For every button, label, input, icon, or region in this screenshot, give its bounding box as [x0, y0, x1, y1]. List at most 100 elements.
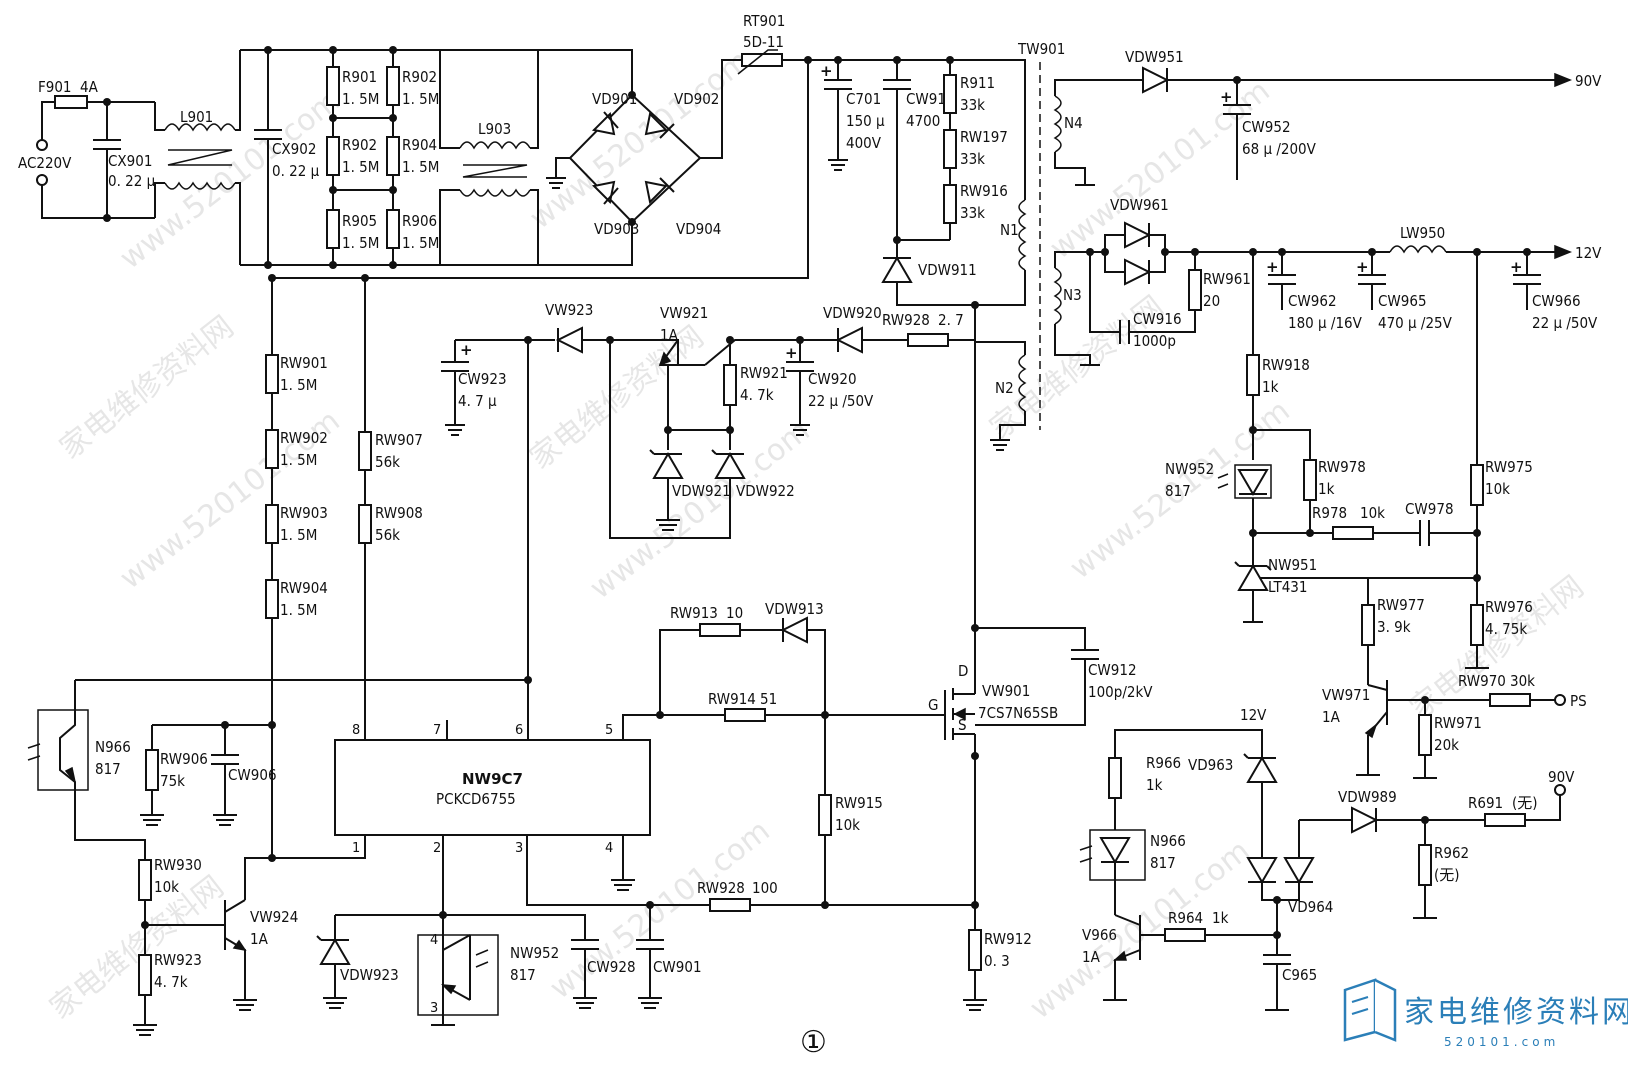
rw197-label: RW197 — [960, 128, 1008, 146]
rw904-label: RW904 — [280, 579, 328, 597]
l903-label: L903 — [478, 120, 511, 138]
rw978-label: RW978 — [1318, 458, 1366, 476]
rw908-value: 56k — [375, 526, 400, 544]
winding-n2-label: N2 — [995, 379, 1014, 397]
rw903-value: 1. 5M — [280, 526, 317, 544]
input-90v-label: 90V — [1548, 768, 1575, 786]
net-12v-label: 12V — [1240, 706, 1267, 724]
svg-text:+: + — [1510, 258, 1523, 276]
vw921-value: 1A — [660, 326, 679, 344]
rw904-value: 1. 5M — [280, 601, 317, 619]
r901-value: 1. 5M — [342, 90, 379, 108]
input-section: AC220V F901 4A CX901 0. 22 μ L901 CX902 … — [18, 46, 633, 269]
rw976-value: 4. 75k — [1485, 620, 1527, 638]
vw921-label: VW921 — [660, 304, 708, 322]
nw952b-value: 817 — [510, 966, 536, 984]
svg-text:3: 3 — [430, 1001, 438, 1016]
vw924-value: 1A — [250, 930, 269, 948]
mosfet-gate-pin: G — [928, 696, 938, 714]
output-12v: VDW961 CW916 1000p RW961 20 + CW962 180 … — [1086, 196, 1602, 355]
svg-text:+: + — [1356, 258, 1369, 276]
rw914-label: RW914 — [708, 690, 756, 708]
ac-terminal-top — [36, 139, 48, 151]
r978-label: R978 — [1312, 504, 1347, 522]
rw912-label: RW912 — [984, 930, 1032, 948]
cw911-label: CW911 — [906, 90, 955, 108]
rw906-value: 75k — [160, 772, 185, 790]
mosfet-label: VW901 — [982, 682, 1030, 700]
transformer-label: TW901 — [1017, 40, 1065, 58]
rw912-value: 0. 3 — [984, 952, 1010, 970]
svg-text:+: + — [1220, 88, 1233, 106]
cw920-value: 22 μ /50V — [808, 392, 874, 410]
ic-nw9c7 — [334, 739, 651, 836]
rw902-value: 1. 5M — [280, 451, 317, 469]
n966a-value: 817 — [95, 760, 121, 778]
rw906-label: RW906 — [160, 750, 208, 768]
watermark-1: 家电维修资料网 — [53, 309, 240, 466]
lw950-label: LW950 — [1400, 224, 1445, 242]
vw923-label: VW923 — [545, 301, 593, 319]
r978-value: 10k — [1360, 504, 1385, 522]
vdw920-label: VDW920 — [823, 304, 882, 322]
standby-secondary-section: 12V R966 1k N966 817 V966 1A R964 1k VD9… — [1079, 706, 1575, 1011]
cw916-label: CW916 — [1133, 310, 1182, 328]
rw902-label: RW902 — [280, 429, 328, 447]
rw970-value: 30k — [1510, 672, 1535, 690]
standby-control-section: N966 817 RW906 75k CW906 RW930 10k RW923… — [27, 676, 702, 1036]
c701-value1: 150 μ — [846, 112, 885, 130]
bridge-rectifier: VD901 VD902 VD903 VD904 RT901 5D-11 — [546, 12, 950, 238]
figure-number: ① — [800, 1025, 827, 1060]
rw901-label: RW901 — [280, 354, 328, 372]
rw914-value: 51 — [760, 690, 777, 708]
svg-text:4: 4 — [430, 933, 438, 948]
ac-terminal-bottom — [36, 174, 48, 186]
rw977-value: 3. 9k — [1377, 618, 1411, 636]
rw961-label: RW961 — [1203, 270, 1251, 288]
cw920-label: CW920 — [808, 370, 857, 388]
cw966-value: 22 μ /50V — [1532, 314, 1598, 332]
cw928-label: CW928 — [587, 958, 636, 976]
vdw923b-label: VDW923 — [340, 966, 399, 984]
vd963-label: VD963 — [1188, 756, 1233, 774]
mosfet-source-pin: S — [958, 716, 967, 734]
cw911-value: 4700 — [906, 112, 940, 130]
rw971-label: RW971 — [1434, 714, 1482, 732]
vdw911-label: VDW911 — [918, 261, 977, 279]
cw952-value: 68 μ /200V — [1242, 140, 1317, 158]
vw971-value: 1A — [1322, 708, 1341, 726]
ps-input-label: PS — [1570, 692, 1587, 710]
rw928b-value: 100 — [752, 879, 778, 897]
feedback-section: RW918 1k RW978 1k NW952 817 R978 10k CW9… — [1165, 252, 1587, 779]
rw916-value: 33k — [960, 204, 985, 222]
cx902-value: 0. 22 μ — [272, 162, 320, 180]
r905-value: 1. 5M — [342, 234, 379, 252]
r966-label: R966 — [1146, 754, 1181, 772]
vdw921-label: VDW921 — [672, 482, 731, 500]
cw952-label: CW952 — [1242, 118, 1291, 136]
cw966-label: CW966 — [1532, 292, 1581, 310]
v966-label: V966 — [1082, 926, 1117, 944]
rw915-label: RW915 — [835, 794, 883, 812]
cx902-label: CX902 — [272, 140, 316, 158]
nw951-label: NW951 — [1268, 556, 1317, 574]
r905-label: R905 — [342, 212, 377, 230]
rt901 — [741, 53, 783, 67]
r902b-label: R902 — [342, 136, 377, 154]
rt901-value: 5D-11 — [743, 33, 784, 51]
rw977-label: RW977 — [1377, 596, 1425, 614]
cw912-value: 100p/2kV — [1088, 683, 1153, 701]
r966-value: 1k — [1146, 776, 1163, 794]
svg-text:4: 4 — [605, 841, 613, 856]
rw908-label: RW908 — [375, 504, 423, 522]
winding-n3-label: N3 — [1063, 286, 1082, 304]
svg-text:+: + — [460, 341, 473, 359]
r964-value: 1k — [1212, 909, 1229, 927]
r904-label: R904 — [402, 136, 437, 154]
logo-text: 家电维修资料网 — [1404, 995, 1628, 1030]
rw913-value: 10 — [726, 604, 743, 622]
rw928b-label: RW928 — [697, 879, 745, 897]
vw971-label: VW971 — [1322, 686, 1370, 704]
svg-text:5: 5 — [605, 723, 613, 738]
